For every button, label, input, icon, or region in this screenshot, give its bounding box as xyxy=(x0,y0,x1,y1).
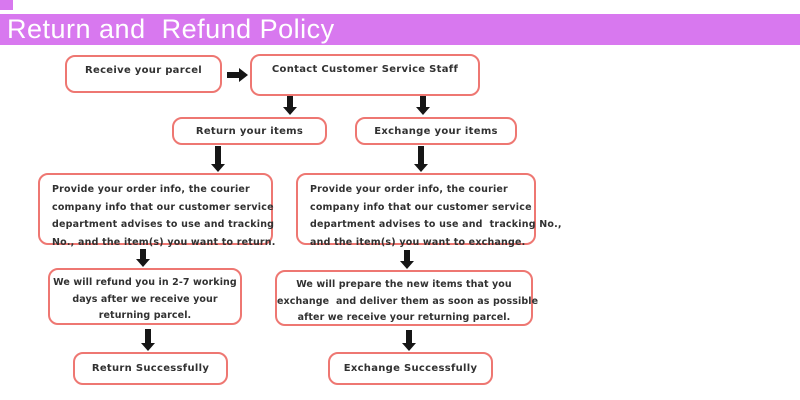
node-exchange-your-items: Exchange your items xyxy=(355,117,517,145)
arrow-down-icon xyxy=(416,96,430,115)
arrow-down-icon xyxy=(283,96,297,115)
header-band: Return and Refund Policy xyxy=(0,14,800,45)
node-return-successfully: Return Successfully xyxy=(73,352,228,385)
node-prepare-new-items: We will prepare the new items that you e… xyxy=(275,270,538,326)
node-exchange-successfully: Exchange Successfully xyxy=(328,352,493,385)
node-exchange-instructions: Provide your order info, the courier com… xyxy=(296,173,562,248)
arrow-right-icon xyxy=(227,68,248,82)
header-corner-square xyxy=(0,0,13,10)
page-title: Return and Refund Policy xyxy=(7,14,335,44)
arrow-down-icon xyxy=(136,249,150,267)
node-refund-timeline: We will refund you in 2-7 working days a… xyxy=(48,268,242,325)
node-return-your-items: Return your items xyxy=(172,117,327,145)
node-return-instructions: Provide your order info, the courier com… xyxy=(38,173,275,248)
arrow-down-icon xyxy=(400,250,414,269)
arrow-down-icon xyxy=(141,329,155,351)
arrow-down-icon xyxy=(211,146,225,172)
arrow-down-icon xyxy=(414,146,428,172)
node-contact-customer-service: Contact Customer Service Staff xyxy=(250,54,480,96)
arrow-down-icon xyxy=(402,330,416,351)
node-receive-parcel: Receive your parcel xyxy=(65,55,222,93)
